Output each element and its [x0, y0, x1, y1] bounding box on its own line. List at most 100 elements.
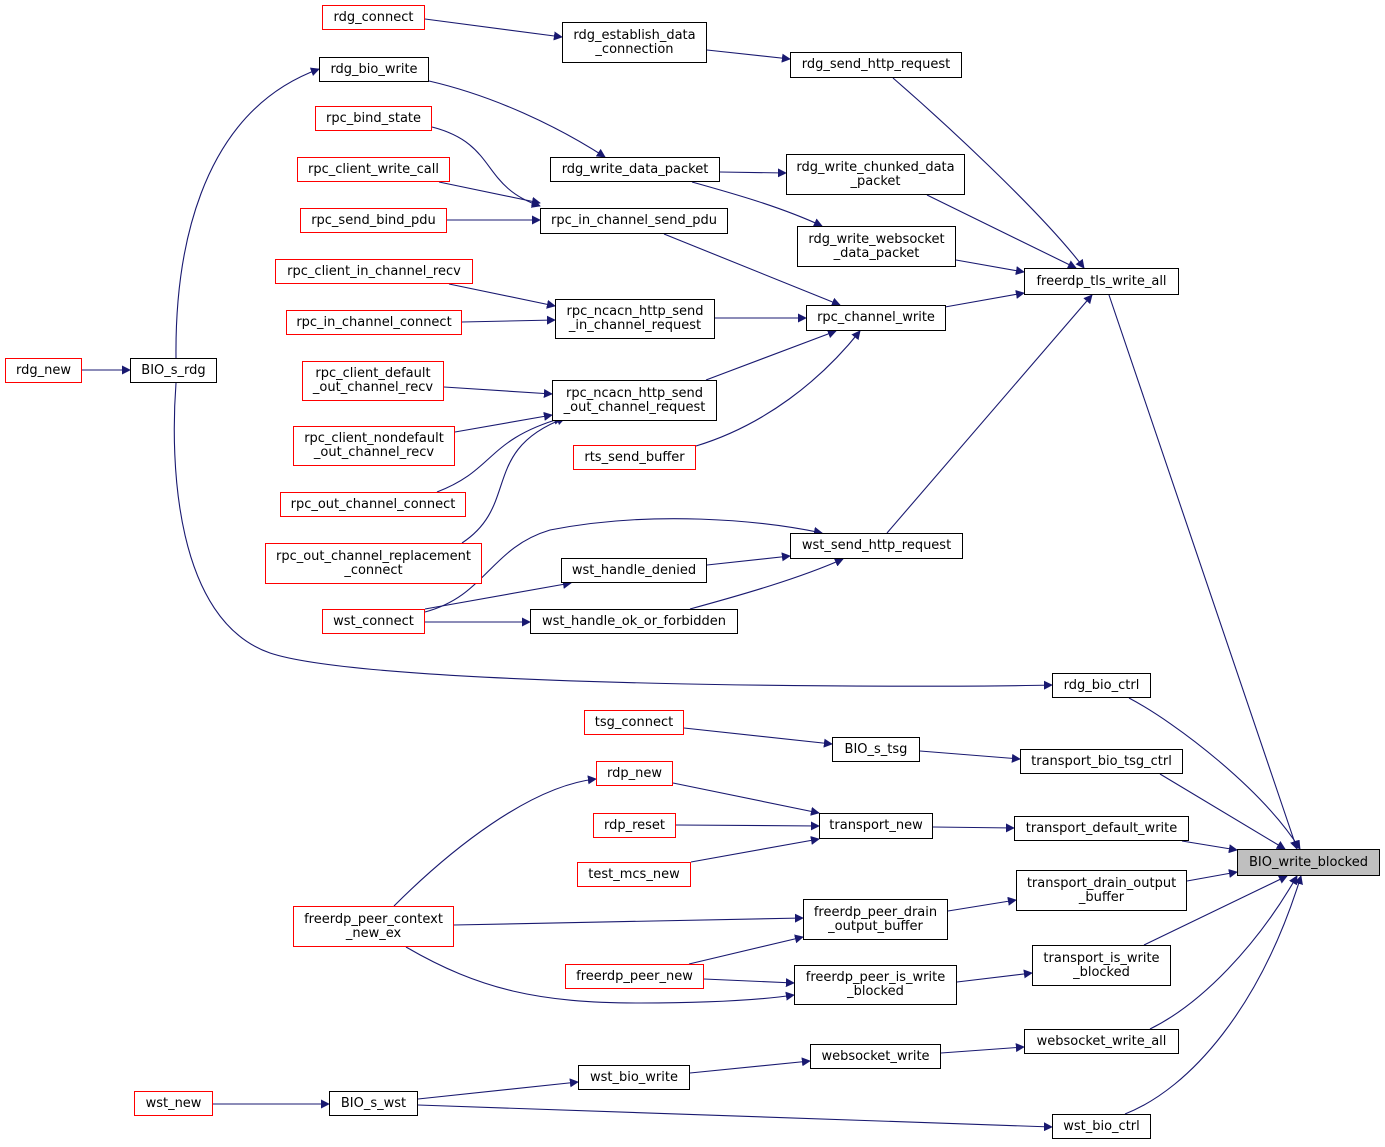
edge-wst_handle_denied-to-wst_send_http_request [706, 552, 791, 566]
edge-rpc_in_channel_connect-to-rpc_ncacn_http_send_in_channel_request [461, 315, 556, 325]
edge-test_mcs_new-to-transport_new [690, 836, 820, 863]
edge-rpc_client_write_call-to-rpc_in_channel_send_pdu [438, 181, 541, 206]
node-rdg-send-http-request[interactable]: rdg_send_http_request [790, 52, 962, 78]
node-wst-bio-write[interactable]: wst_bio_write [578, 1065, 690, 1090]
node-rpc-channel-write[interactable]: rpc_channel_write [806, 305, 946, 331]
node-rdg-bio-ctrl[interactable]: rdg_bio_ctrl [1052, 673, 1151, 698]
edge-tsg_connect-to-BIO_s_tsg [683, 727, 833, 748]
node-transport-bio-tsg-ctrl[interactable]: transport_bio_tsg_ctrl [1020, 749, 1183, 774]
edge-freerdp_peer_context_new_ex-to-freerdp_peer_is_write_blocked [405, 946, 795, 1004]
node-transport-default-write[interactable]: transport_default_write [1014, 816, 1189, 841]
node-tsg-connect[interactable]: tsg_connect [584, 710, 684, 735]
node-websocket-write[interactable]: websocket_write [810, 1044, 941, 1069]
node-rdp-new[interactable]: rdp_new [596, 761, 673, 786]
edge-rdg_send_http_request-to-freerdp_tls_write_all [892, 77, 1085, 269]
node-label: freerdp_peer_drain _output_buffer [813, 904, 938, 934]
node-label: rdg_bio_ctrl [1063, 677, 1140, 693]
node-label: BIO_s_tsg [844, 741, 908, 757]
node-label: rpc_send_bind_pdu [311, 212, 436, 228]
node-rpc-out-channel-connect[interactable]: rpc_out_channel_connect [280, 492, 466, 517]
edge-BIO_s_rdg-to-rdg_bio_ctrl [173, 382, 1053, 690]
node-label: wst_bio_write [589, 1069, 678, 1085]
node-websocket-write-all[interactable]: websocket_write_all [1024, 1029, 1179, 1054]
edge-BIO_s_wst-to-wst_bio_ctrl [417, 1104, 1053, 1132]
node-bio-s-tsg[interactable]: BIO_s_tsg [832, 737, 920, 762]
node-rdg-write-websocket-data-packet[interactable]: rdg_write_websocket _data_packet [797, 226, 956, 267]
node-label: rdg_write_data_packet [561, 161, 709, 177]
node-rdg-write-chunked-data-packet[interactable]: rdg_write_chunked_data _packet [786, 154, 965, 195]
node-freerdp-peer-context-new-ex[interactable]: freerdp_peer_context _new_ex [293, 906, 454, 947]
node-label: rpc_client_nondefault _out_channel_recv [304, 431, 444, 460]
node-label: rts_send_buffer [584, 449, 685, 465]
node-bio-s-wst[interactable]: BIO_s_wst [329, 1091, 418, 1116]
node-rpc-in-channel-connect[interactable]: rpc_in_channel_connect [286, 310, 462, 335]
node-freerdp-peer-is-write-blocked[interactable]: freerdp_peer_is_write _blocked [794, 965, 957, 1005]
node-label: rpc_channel_write [817, 310, 935, 325]
edge-rdg_connect-to-rdg_establish_data_connection [424, 18, 563, 41]
edge-rdg_establish_data_connection-to-rdg_send_http_request [706, 49, 791, 63]
node-label: rpc_in_channel_connect [296, 314, 452, 330]
node-bio-s-rdg[interactable]: BIO_s_rdg [130, 358, 217, 383]
edge-rdg_write_websocket_data_packet-to-freerdp_tls_write_all [955, 259, 1025, 276]
node-wst-new[interactable]: wst_new [134, 1091, 213, 1116]
edge-layer [82, 18, 1303, 1132]
node-label: freerdp_peer_is_write _blocked [805, 970, 946, 999]
node-freerdp-peer-drain-output-buffer[interactable]: freerdp_peer_drain _output_buffer [803, 899, 948, 940]
edge-rdg_bio_ctrl-to-BIO_write_blocked [1128, 697, 1301, 850]
node-rdg-write-data-packet[interactable]: rdg_write_data_packet [550, 157, 720, 182]
node-transport-is-write-blocked[interactable]: transport_is_write _blocked [1032, 945, 1171, 986]
node-freerdp-peer-new[interactable]: freerdp_peer_new [565, 964, 704, 989]
node-label: wst_send_http_request [801, 538, 952, 553]
node-rdg-new[interactable]: rdg_new [5, 358, 82, 383]
node-label: wst_new [145, 1095, 202, 1111]
edge-BIO_s_wst-to-wst_bio_write [417, 1078, 579, 1100]
node-label: websocket_write [821, 1048, 930, 1064]
node-rpc-client-write-call[interactable]: rpc_client_write_call [297, 157, 450, 182]
edge-wst_send_http_request-to-freerdp_tls_write_all [886, 294, 1093, 534]
node-rdg-connect[interactable]: rdg_connect [322, 5, 425, 30]
node-label: rpc_ncacn_http_send _in_channel_request [566, 304, 704, 333]
node-label: rdp_reset [603, 817, 666, 833]
edge-wst_bio_write-to-websocket_write [689, 1057, 811, 1074]
node-rpc-bind-state[interactable]: rpc_bind_state [315, 106, 432, 131]
node-freerdp-tls-write-all[interactable]: freerdp_tls_write_all [1024, 268, 1179, 295]
node-rpc-ncacn-http-send-in-channel-request[interactable]: rpc_ncacn_http_send _in_channel_request [555, 299, 715, 339]
node-rpc-ncacn-http-send-out-channel-request[interactable]: rpc_ncacn_http_send _out_channel_request [552, 380, 717, 421]
edge-rpc_out_channel_replacement_connect-to-rpc_ncacn_http_send_out_channel_request [461, 416, 566, 544]
edge-rpc_client_default_out_channel_recv-to-rpc_ncacn_http_send_out_channel_request [443, 386, 553, 398]
node-rpc-client-default-out-channel-recv[interactable]: rpc_client_default _out_channel_recv [302, 361, 444, 401]
node-label: rpc_client_default _out_channel_recv [312, 366, 434, 395]
node-rdp-reset[interactable]: rdp_reset [593, 813, 676, 838]
node-label: rdg_establish_data _connection [573, 27, 696, 57]
node-wst-bio-ctrl[interactable]: wst_bio_ctrl [1052, 1114, 1151, 1139]
node-rpc-send-bind-pdu[interactable]: rpc_send_bind_pdu [300, 208, 447, 233]
edge-rts_send_buffer-to-rpc_channel_write [695, 330, 861, 447]
node-rts-send-buffer[interactable]: rts_send_buffer [573, 445, 696, 470]
node-wst-handle-ok-or-forbidden[interactable]: wst_handle_ok_or_forbidden [530, 609, 738, 634]
node-label: freerdp_tls_write_all [1036, 273, 1167, 289]
node-label: BIO_s_rdg [141, 362, 206, 378]
node-label: rdg_send_http_request [801, 57, 951, 72]
node-label: wst_handle_ok_or_forbidden [541, 613, 727, 629]
node-label: rdp_new [607, 765, 662, 781]
node-transport-drain-output-buffer[interactable]: transport_drain_output _buffer [1016, 870, 1187, 911]
node-wst-send-http-request[interactable]: wst_send_http_request [790, 533, 963, 559]
edge-freerdp_peer_new-to-freerdp_peer_drain_output_buffer [688, 934, 804, 965]
node-rpc-client-nondefault-out-channel-recv[interactable]: rpc_client_nondefault _out_channel_recv [293, 426, 455, 466]
node-rdg-bio-write[interactable]: rdg_bio_write [319, 57, 429, 82]
node-rpc-in-channel-send-pdu[interactable]: rpc_in_channel_send_pdu [540, 208, 728, 234]
node-wst-handle-denied[interactable]: wst_handle_denied [561, 558, 707, 583]
node-transport-new[interactable]: transport_new [819, 813, 933, 839]
edge-freerdp_peer_is_write_blocked-to-transport_is_write_blocked [956, 969, 1033, 983]
node-rpc-out-channel-replacement-connect[interactable]: rpc_out_channel_replacement _connect [265, 543, 482, 584]
node-label: transport_default_write [1025, 820, 1178, 836]
node-label: rpc_out_channel_connect [290, 496, 456, 512]
node-wst-connect[interactable]: wst_connect [322, 609, 425, 634]
node-label: transport_is_write _blocked [1043, 950, 1160, 980]
node-rdg-establish-data-connection[interactable]: rdg_establish_data _connection [562, 22, 707, 63]
edge-rdg_write_chunked_data_packet-to-freerdp_tls_write_all [926, 194, 1077, 269]
node-label: transport_bio_tsg_ctrl [1031, 753, 1172, 769]
node-rpc-client-in-channel-recv[interactable]: rpc_client_in_channel_recv [275, 259, 473, 284]
node-test-mcs-new[interactable]: test_mcs_new [577, 862, 691, 887]
node-label: rpc_client_in_channel_recv [287, 263, 461, 279]
